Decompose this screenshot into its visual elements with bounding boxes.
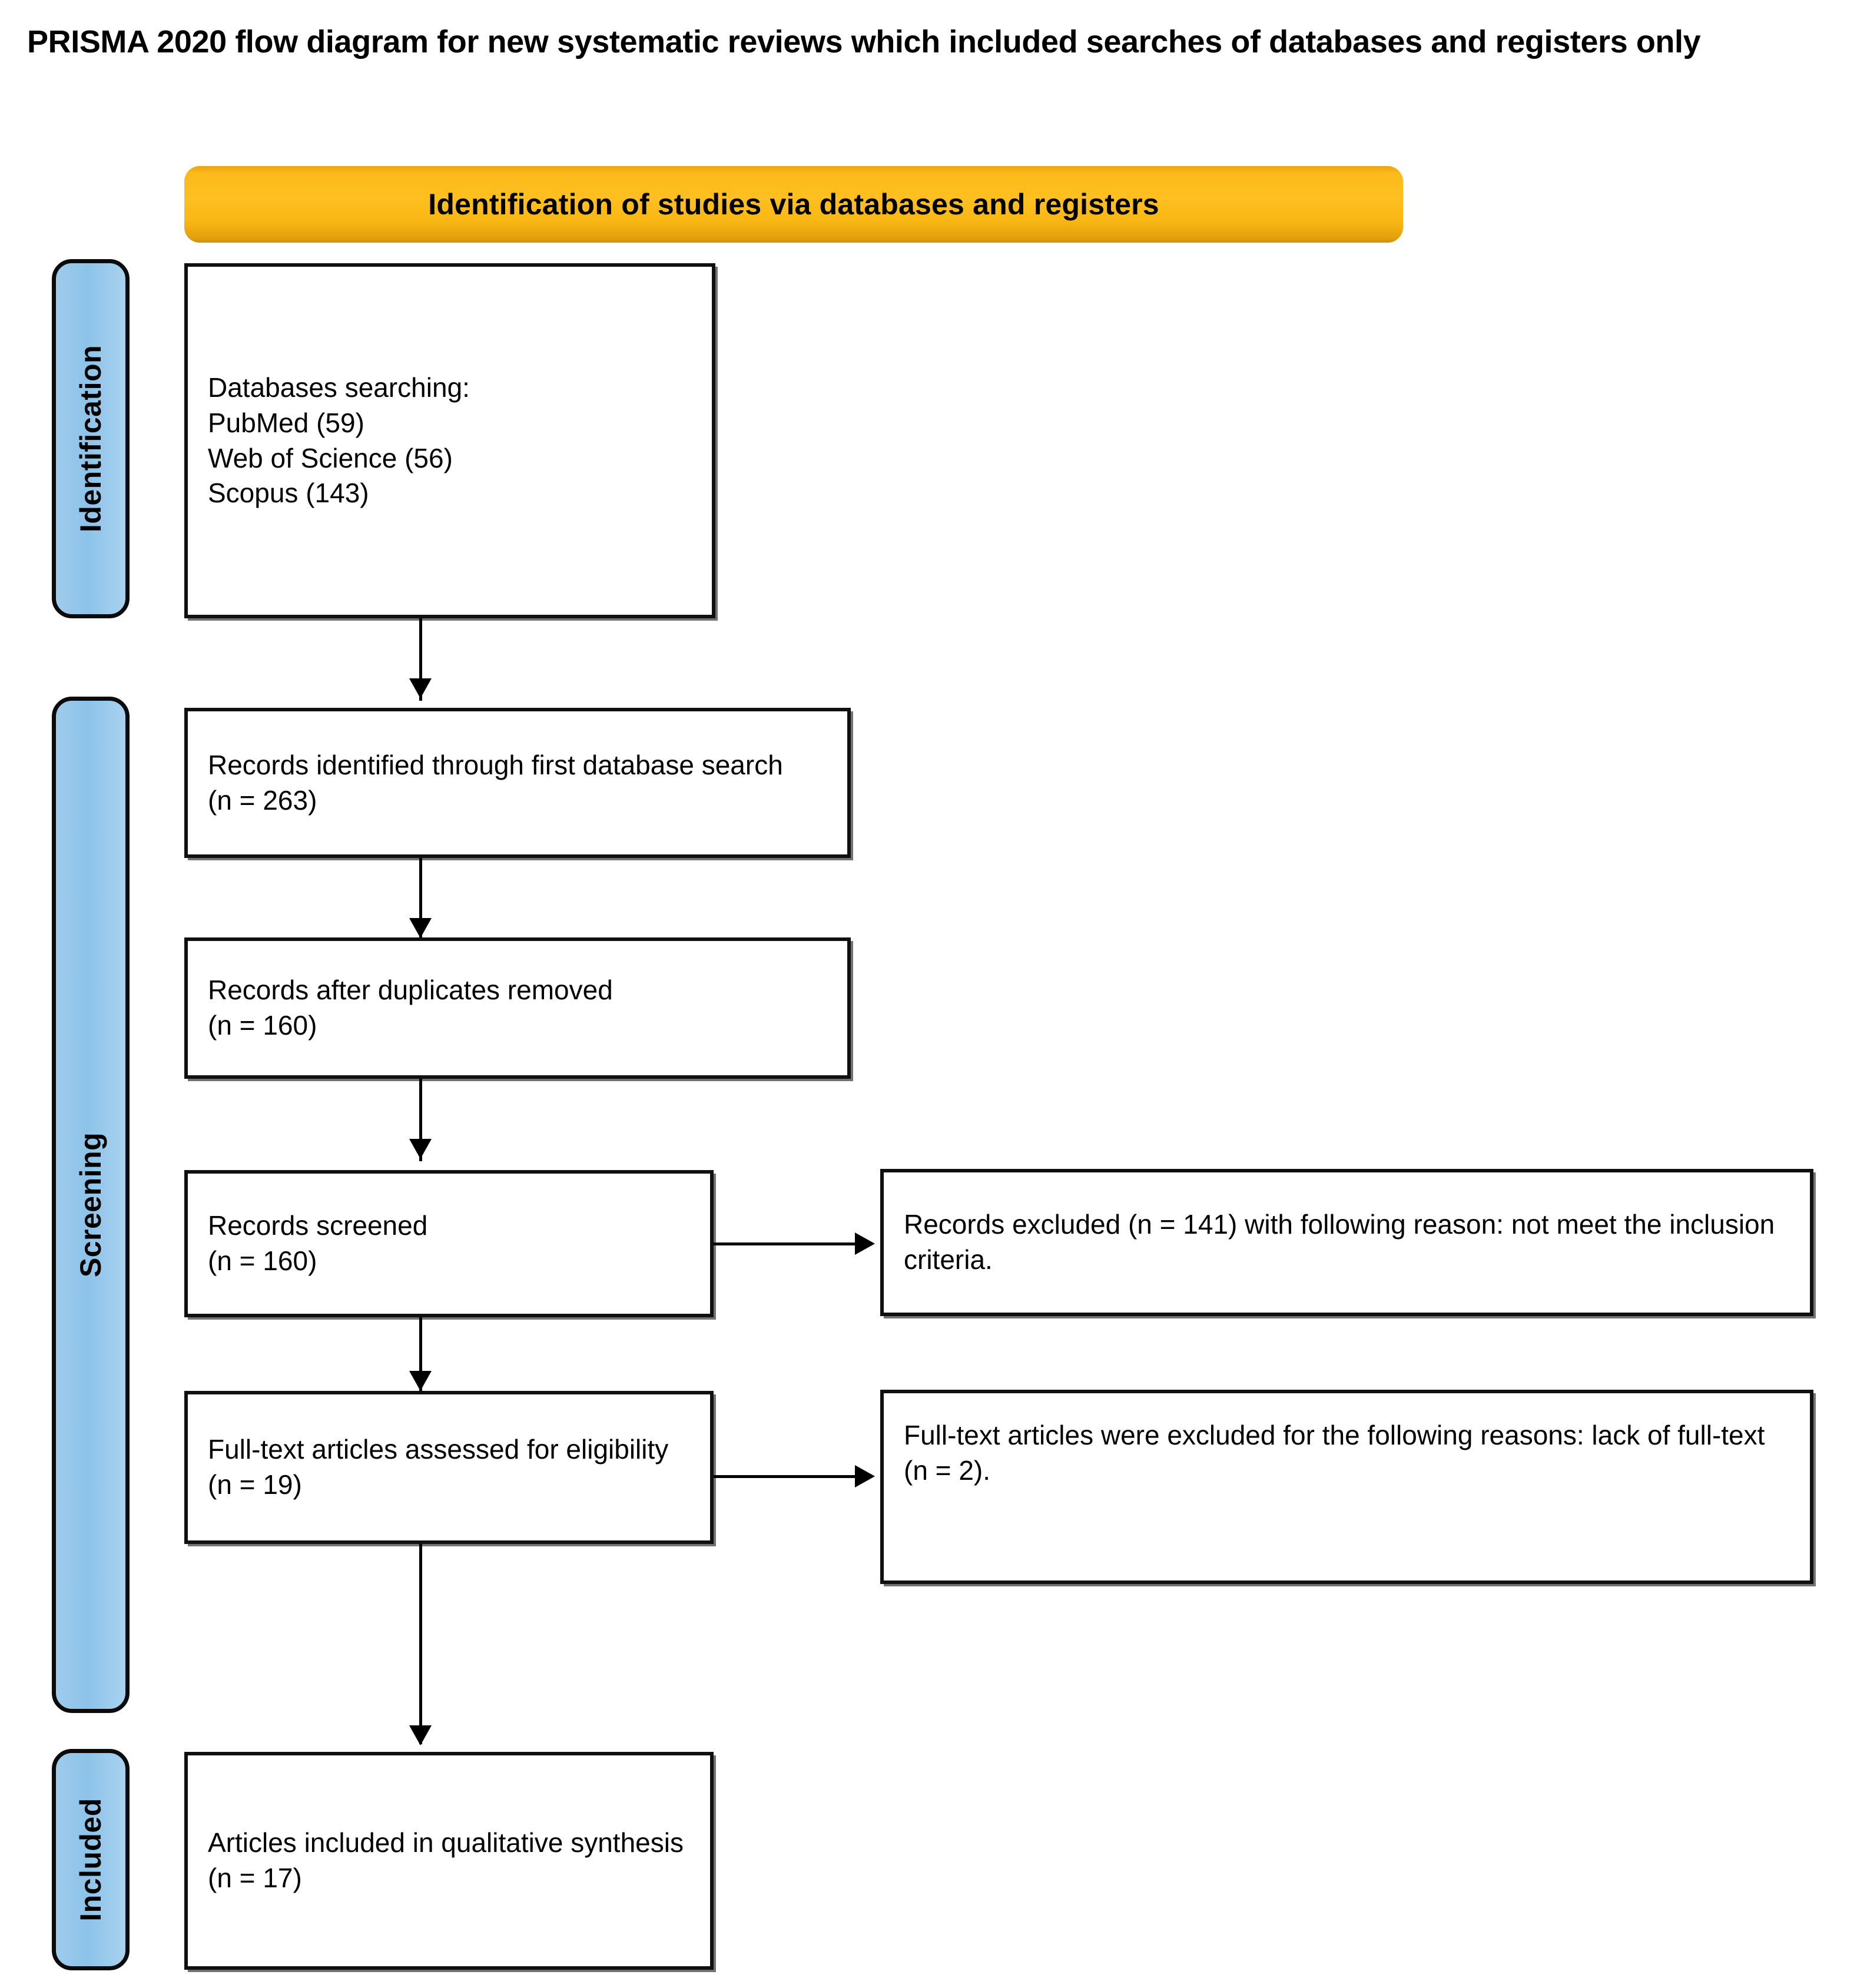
box-records-after-duplicates: Records after duplicates removed (n = 16… xyxy=(184,937,851,1079)
arrowhead-fulltext-to-excluded xyxy=(855,1465,875,1487)
page-title: PRISMA 2020 flow diagram for new systema… xyxy=(27,24,1701,59)
identification-banner-label: Identification of studies via databases … xyxy=(428,188,1159,221)
connector-fulltext-to-excluded xyxy=(714,1475,861,1478)
connector-screened-to-excluded xyxy=(714,1242,861,1245)
connector-fulltext-to-included xyxy=(419,1544,422,1744)
box-records-identified: Records identified through first databas… xyxy=(184,708,851,858)
stage-bar-screening: Screening xyxy=(52,697,130,1713)
box-articles-included: Articles included in qualitative synthes… xyxy=(184,1752,714,1970)
box-fulltext-assessed-text: Full-text articles assessed for eligibil… xyxy=(208,1434,669,1500)
arrowhead-fulltext-to-included xyxy=(409,1725,432,1745)
box-fulltext-excluded-text: Full-text articles were excluded for the… xyxy=(904,1420,1765,1486)
identification-banner: Identification of studies via databases … xyxy=(184,166,1403,243)
stage-label-identification: Identification xyxy=(74,344,107,533)
stage-bar-identification: Identification xyxy=(52,259,130,618)
stage-label-screening: Screening xyxy=(74,1132,107,1278)
box-articles-included-text: Articles included in qualitative synthes… xyxy=(208,1827,684,1893)
stage-bar-included: Included xyxy=(52,1749,130,1970)
arrowhead-records-to-duplicates xyxy=(409,918,432,938)
arrowhead-duplicates-to-screened xyxy=(409,1139,432,1159)
box-records-after-duplicates-text: Records after duplicates removed (n = 16… xyxy=(208,975,613,1041)
box-databases-searching-text: Databases searching: PubMed (59) Web of … xyxy=(208,372,470,509)
connector-identification-to-records xyxy=(419,618,422,701)
arrowhead-identification-to-records xyxy=(409,678,432,698)
box-databases-searching: Databases searching: PubMed (59) Web of … xyxy=(184,263,715,618)
box-fulltext-assessed: Full-text articles assessed for eligibil… xyxy=(184,1391,714,1544)
box-records-excluded: Records excluded (n = 141) with followin… xyxy=(880,1169,1813,1316)
arrowhead-screened-to-excluded xyxy=(855,1232,875,1255)
box-records-excluded-text: Records excluded (n = 141) with followin… xyxy=(904,1209,1775,1275)
connector-duplicates-to-screened xyxy=(419,1079,422,1161)
box-fulltext-excluded: Full-text articles were excluded for the… xyxy=(880,1390,1813,1584)
box-records-screened-text: Records screened (n = 160) xyxy=(208,1210,428,1276)
connector-screened-to-fulltext xyxy=(419,1317,422,1394)
box-records-screened: Records screened (n = 160) xyxy=(184,1170,714,1317)
arrowhead-screened-to-fulltext xyxy=(409,1371,432,1391)
stage-label-included: Included xyxy=(74,1798,107,1921)
box-records-identified-text: Records identified through first databas… xyxy=(208,749,783,816)
connector-records-to-duplicates xyxy=(419,858,422,940)
